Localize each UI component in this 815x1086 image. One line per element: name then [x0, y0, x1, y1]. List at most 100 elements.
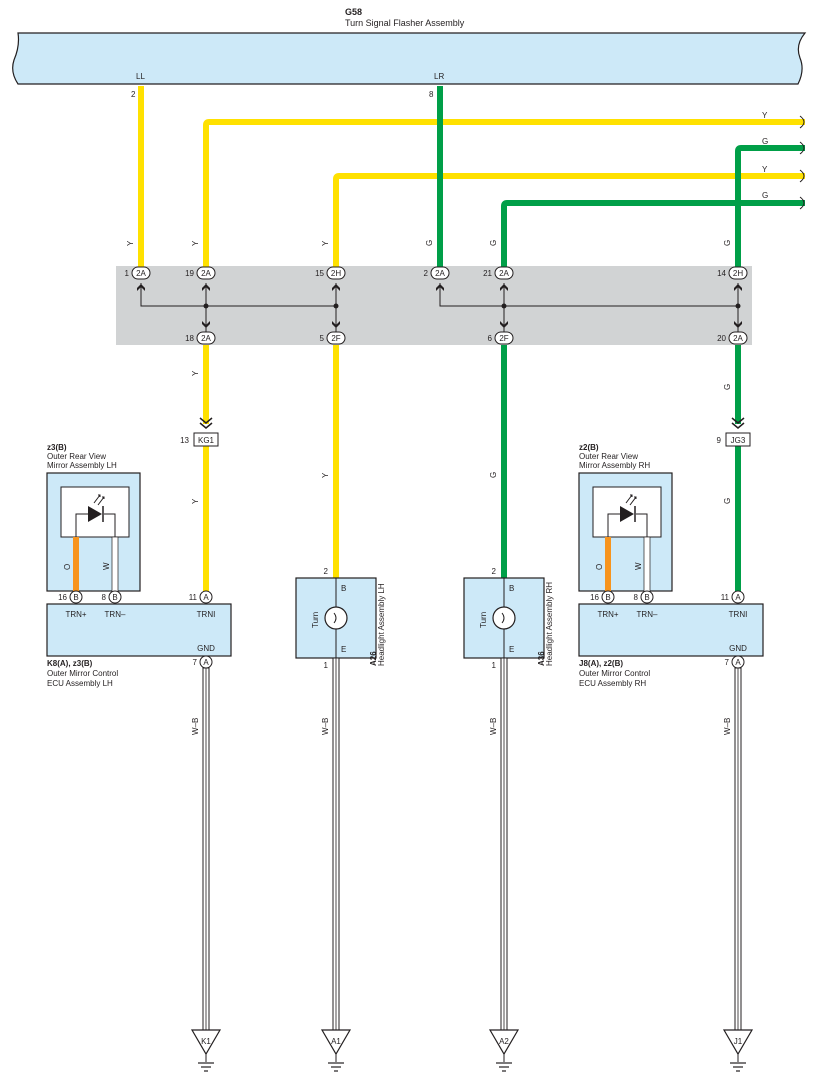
ecu-pin: B8: [634, 590, 654, 604]
junction-connector-code: 2A: [733, 334, 743, 343]
ecu-rh-gnd: GND: [729, 644, 747, 653]
headlight-lh-pin1: 1: [324, 661, 329, 670]
flasher-pin-lr: LR: [434, 72, 444, 81]
ecu-lh-trn-plus: TRN+: [65, 610, 86, 619]
mirror-assembly-lh: z3(B) Outer Rear View Mirror Assembly LH…: [46, 443, 141, 593]
ecu-pin-number: 8: [634, 593, 639, 602]
wires-green: [437, 86, 805, 592]
headlight-rh-e: E: [509, 645, 514, 654]
wire-label-w: W: [634, 562, 643, 570]
junction-connector-code: 2A: [136, 269, 146, 278]
wire-label: G: [489, 472, 498, 478]
wire-label: G: [723, 384, 732, 390]
junction-connector: 2A 1: [125, 266, 151, 280]
ecu-pin-letter: A: [735, 658, 741, 667]
mirror-lh-line1: Outer Rear View: [47, 452, 106, 461]
junction-connector: 2A 19: [185, 266, 216, 280]
ground-code: A1: [331, 1037, 341, 1046]
mirror-lh-code: z3(B): [47, 443, 67, 452]
junction-pin: 19: [185, 269, 194, 278]
junction-connector: 2F6: [488, 331, 514, 345]
headlight-lh-code: A26: [369, 651, 378, 666]
headlight-lh-b: B: [341, 584, 346, 593]
ecu-lh-line1: Outer Mirror Control: [47, 669, 118, 678]
ground-wire: W–BJ1: [722, 667, 754, 1072]
wire-label: G: [425, 240, 434, 246]
flasher-pin-ll-num: 2: [131, 90, 136, 99]
junction-connector-code: 2A: [201, 334, 211, 343]
mirror-assembly-rh: z2(B) Outer Rear View Mirror Assembly RH…: [578, 443, 673, 593]
ecu-pin-letter: A: [203, 593, 209, 602]
junction-connector-code: 2H: [733, 269, 743, 278]
ecu-pin-number: 7: [725, 658, 730, 667]
wire-label-wb: W–B: [321, 718, 330, 735]
headlight-rh: 2 B E Turn 1 A36 Headlight Assembly RH: [463, 567, 554, 670]
flasher-pin-lr-num: 8: [429, 90, 434, 99]
wire-label-g1: G: [762, 137, 768, 146]
ecu-pin-letter: B: [73, 593, 78, 602]
ecu-pin-number: 7: [193, 658, 198, 667]
ecu-pin-letter: B: [605, 593, 610, 602]
wire-labels-lower: Y Y Y G G G: [191, 370, 732, 504]
junction-dots: [203, 303, 741, 309]
flasher-code: G58: [345, 7, 362, 17]
junction-connector: 2A2: [424, 266, 450, 280]
ecu-rh-code: J8(A), z2(B): [579, 659, 623, 668]
ground-wire: W–BA2: [488, 657, 520, 1072]
junction-pin: 2: [424, 269, 429, 278]
wire-label: G: [723, 240, 732, 246]
ecu-pin: B16: [590, 590, 615, 604]
junction-connector-code: 2A: [499, 269, 509, 278]
wire-labels-upper: Y Y Y G G G: [126, 240, 732, 246]
junction-connector-code: 2A: [201, 269, 211, 278]
ecu-lh-trni: TRNI: [197, 610, 216, 619]
headlight-rh-turn: Turn: [479, 612, 488, 628]
inline-connector-kg1: KG1 13: [180, 417, 219, 447]
ecu-pin: A7: [725, 655, 745, 669]
headlight-lh-name: Headlight Assembly LH: [377, 583, 386, 666]
flasher-assembly: G58 Turn Signal Flasher Assembly LL LR 2…: [12, 7, 807, 99]
mirror-rh-line1: Outer Rear View: [579, 452, 638, 461]
wire-label-y2: Y: [762, 165, 768, 174]
headlight-lh-e: E: [341, 645, 346, 654]
junction-pin: 5: [320, 334, 325, 343]
ecu-pin: B8: [102, 590, 122, 604]
wire-label: G: [723, 498, 732, 504]
headlight-lh-pin2: 2: [324, 567, 329, 576]
junction-pin: 1: [125, 269, 130, 278]
wire-label-o: O: [63, 564, 72, 570]
ecu-pin-letter: B: [112, 593, 117, 602]
ecu-pin-number: 11: [721, 593, 730, 602]
wire-label-y1: Y: [762, 111, 768, 120]
inline-connector-pin: 13: [180, 436, 189, 445]
wire-label: Y: [321, 240, 330, 246]
headlight-rh-name: Headlight Assembly RH: [545, 582, 554, 666]
ecu-rh-trn-minus: TRN–: [637, 610, 658, 619]
inline-connector-pin: 9: [717, 436, 722, 445]
ecu-rh-trn-plus: TRN+: [597, 610, 618, 619]
headlight-rh-b: B: [509, 584, 514, 593]
junction-connector: 2F 5: [320, 331, 346, 345]
ground-code: J1: [734, 1037, 743, 1046]
ecu-pin-number: 16: [58, 593, 67, 602]
ground-code: K1: [201, 1037, 211, 1046]
ground-wire: W–BK1: [190, 667, 222, 1072]
inline-connector-code: JG3: [731, 436, 746, 445]
headlight-lh: 2 B E Turn 1 A26 Headlight Assembly LH: [295, 567, 386, 670]
inline-connector-jg3: JG3 9: [717, 417, 751, 447]
ecu-rh-trni: TRNI: [729, 610, 748, 619]
headlight-rh-code: A36: [537, 651, 546, 666]
junction-connector-code: 2H: [331, 269, 341, 278]
ecu-pin-letter: A: [203, 658, 209, 667]
flasher-name: Turn Signal Flasher Assembly: [345, 18, 465, 28]
junction-connector-code: 2F: [331, 334, 340, 343]
mirror-rh-code: z2(B): [579, 443, 599, 452]
wire-label: Y: [191, 498, 200, 504]
ground-wire: W–B A1: [320, 657, 352, 1072]
